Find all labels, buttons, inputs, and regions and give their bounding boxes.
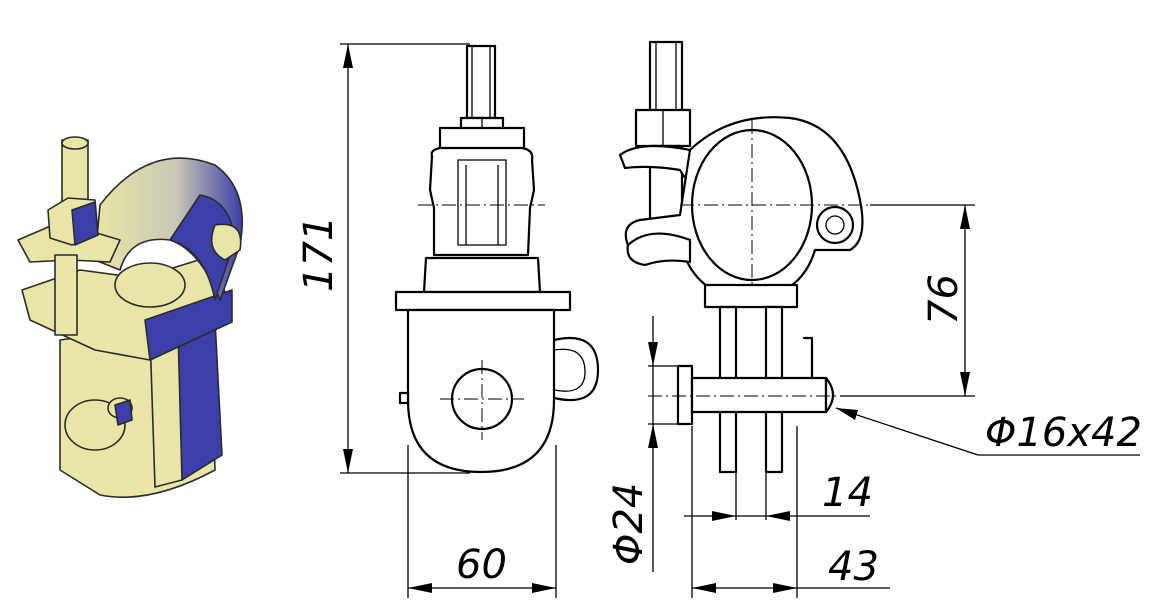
front-view <box>394 44 600 474</box>
dim-pin-spec: Φ16x42 <box>985 410 1142 456</box>
dim-pin-diameter: Φ24 <box>606 483 652 565</box>
dim-hole-to-axis: 76 <box>921 274 967 325</box>
dimension-lines <box>340 43 1140 598</box>
dim-overall-depth: 43 <box>828 544 879 590</box>
isometric-view <box>17 136 243 498</box>
dim-plate-width: 60 <box>456 542 507 588</box>
dim-plate-gap: 14 <box>822 470 873 516</box>
side-view <box>618 40 870 474</box>
dim-total-height: 171 <box>296 216 342 292</box>
